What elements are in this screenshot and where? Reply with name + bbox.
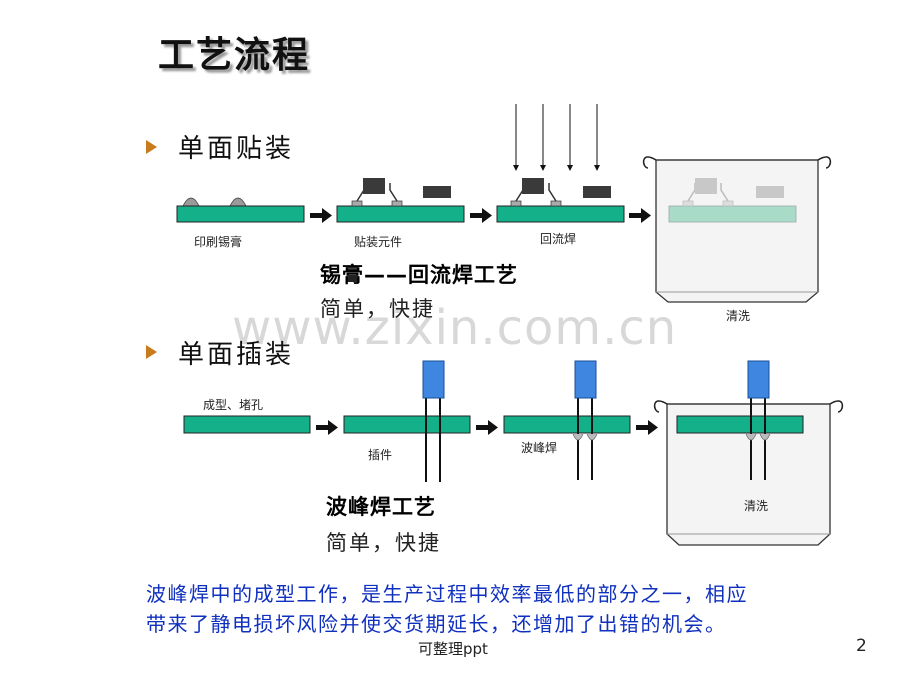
arrow-icon bbox=[636, 420, 658, 435]
smt-process-name: 锡膏——回流焊工艺 bbox=[320, 263, 518, 287]
smt-cleaning-tank bbox=[642, 156, 832, 303]
smt-heading: 单面贴装 bbox=[178, 134, 295, 164]
tht-step2-label: 插件 bbox=[368, 448, 393, 462]
tht-cleaning-tank bbox=[653, 360, 844, 546]
bullet-icon bbox=[146, 345, 157, 359]
tht-heading: 单面插装 bbox=[178, 340, 295, 370]
arrow-icon bbox=[316, 420, 338, 435]
note-line-1: 波峰焊中的成型工作，是生产过程中效率最低的部分之一，相应 bbox=[146, 582, 748, 606]
tht-step1-label: 成型、堵孔 bbox=[203, 398, 264, 412]
arrow-icon bbox=[476, 420, 498, 435]
tht-board-formed bbox=[183, 415, 311, 434]
tht-clean-label: 清洗 bbox=[744, 499, 769, 513]
arrow-icon bbox=[470, 208, 492, 223]
smt-process-desc: 简单，快捷 bbox=[320, 297, 435, 321]
smt-step1-label: 印刷锡膏 bbox=[194, 235, 243, 249]
arrow-icon bbox=[629, 208, 651, 223]
smt-clean-label: 清洗 bbox=[726, 309, 751, 323]
smt-board-paste bbox=[176, 197, 305, 223]
bullet-icon bbox=[146, 140, 157, 154]
smt-board-placed bbox=[336, 178, 465, 223]
tht-process-name: 波峰焊工艺 bbox=[326, 495, 436, 519]
note-line-2: 带来了静电损坏风险并使交货期延长，还增加了出错的机会。 bbox=[146, 612, 727, 636]
footer-text: 可整理ppt bbox=[418, 640, 488, 658]
tht-step3-label: 波峰焊 bbox=[521, 441, 558, 455]
tht-process-desc: 简单，快捷 bbox=[326, 531, 441, 555]
page-number: 2 bbox=[856, 636, 867, 656]
tht-wave-solder bbox=[503, 360, 631, 480]
smt-step2-label: 贴装元件 bbox=[354, 235, 403, 249]
smt-reflow bbox=[496, 104, 625, 223]
arrow-icon bbox=[310, 208, 332, 223]
slide-title: 工艺流程 bbox=[158, 35, 311, 76]
smt-step3-label: 回流焊 bbox=[540, 232, 577, 246]
watermark: www.zixin.com.cn bbox=[232, 300, 678, 356]
tht-board-inserted bbox=[343, 360, 471, 482]
